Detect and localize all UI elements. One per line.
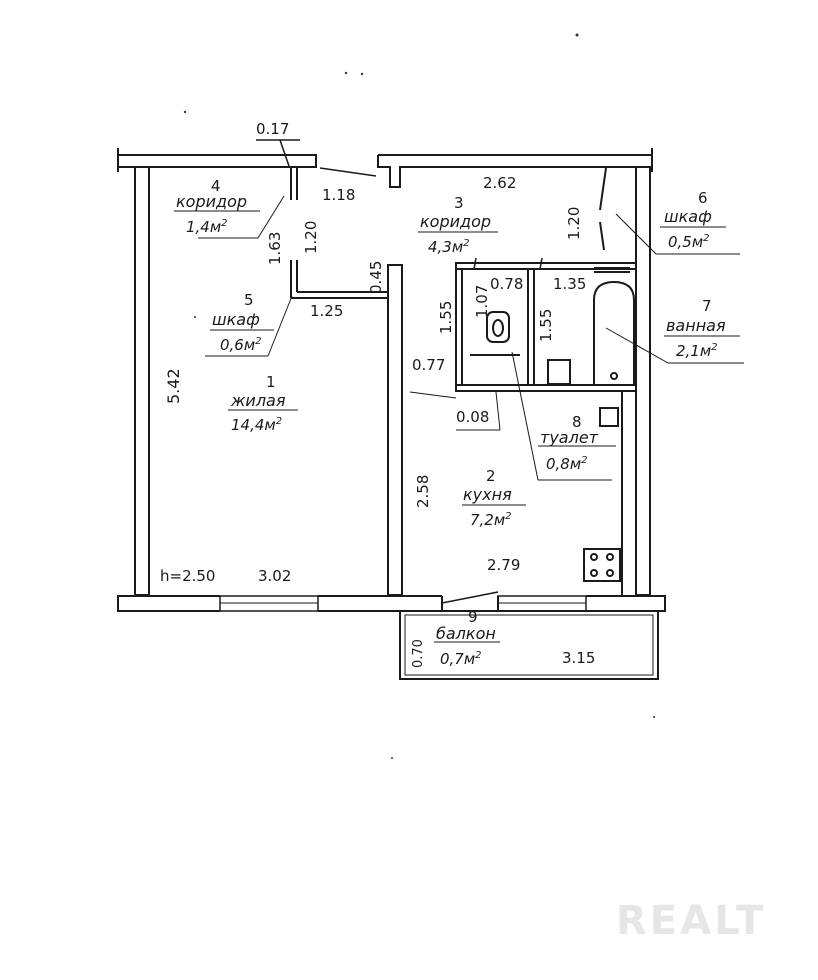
room-5-name: шкаф <box>212 310 260 329</box>
dim-315: 3.15 <box>562 649 596 667</box>
room-2-area: 7,2м2 <box>470 511 512 529</box>
partition-room1-kitchen <box>387 264 403 596</box>
room-4-number: 4 <box>211 177 221 195</box>
realt-watermark: REALT <box>616 898 767 944</box>
room-7-area: 2,1м2 <box>676 342 718 360</box>
room-3-area: 4,3м2 <box>428 238 470 256</box>
dim-045: 0.45 <box>367 260 385 294</box>
dim-118: 1.18 <box>322 186 356 204</box>
room-5-number: 5 <box>244 291 254 309</box>
room-1-area: 14,4м2 <box>231 416 283 434</box>
dim-120-corridor: 1.20 <box>302 220 320 254</box>
dim-017: 0.17 <box>256 120 290 138</box>
room-1-number: 1 <box>266 373 276 391</box>
room-9-name: балкон <box>436 624 496 643</box>
room-7-number: 7 <box>702 297 712 315</box>
dim-302: 3.02 <box>258 567 292 585</box>
room-8-area: 0,8м2 <box>546 455 588 473</box>
balcony-outline <box>399 610 659 680</box>
room-6-number: 6 <box>698 189 708 207</box>
dim-078: 0.78 <box>490 275 524 293</box>
dim-542: 5.42 <box>164 368 183 404</box>
dim-008: 0.08 <box>456 408 490 426</box>
room-7-name: ванная <box>666 316 726 335</box>
dim-155-toilet: 1.55 <box>437 300 455 334</box>
dim-120-wardrobe: 1.20 <box>565 206 583 240</box>
room-8-number: 8 <box>572 413 582 431</box>
room-9-number: 9 <box>468 608 478 626</box>
toilet-fixture <box>486 311 510 343</box>
right-outer-wall <box>635 166 651 596</box>
room-2-number: 2 <box>486 467 496 485</box>
dim-279: 2.79 <box>487 556 521 574</box>
dim-107: 1.07 <box>473 284 491 318</box>
bathtub <box>593 280 635 385</box>
room-6-name: шкаф <box>664 207 712 226</box>
room-4-area: 1,4м2 <box>186 218 228 236</box>
room-6-area: 0,5м2 <box>668 233 710 251</box>
dim-125: 1.25 <box>310 302 344 320</box>
room-3-number: 3 <box>454 194 464 212</box>
dim-155-bath: 1.55 <box>537 308 555 342</box>
room-9-area: 0,7м2 <box>440 650 482 668</box>
room-1-name: жилая <box>231 391 286 410</box>
room-8-name: туалет <box>540 428 598 447</box>
room-2-name: кухня <box>463 485 512 504</box>
dim-258: 2.58 <box>414 474 432 508</box>
room-3-name: коридор <box>420 212 492 231</box>
dim-163: 1.63 <box>266 231 284 265</box>
dim-262: 2.62 <box>483 174 517 192</box>
dim-077: 0.77 <box>412 356 446 374</box>
room-5-area: 0,6м2 <box>220 336 262 354</box>
stove <box>583 548 621 582</box>
ceiling-height: h=2.50 <box>160 567 216 585</box>
room-4-name: коридор <box>176 192 248 211</box>
left-outer-wall <box>134 166 150 596</box>
dim-070: 0.70 <box>411 639 426 668</box>
dim-135: 1.35 <box>553 275 587 293</box>
